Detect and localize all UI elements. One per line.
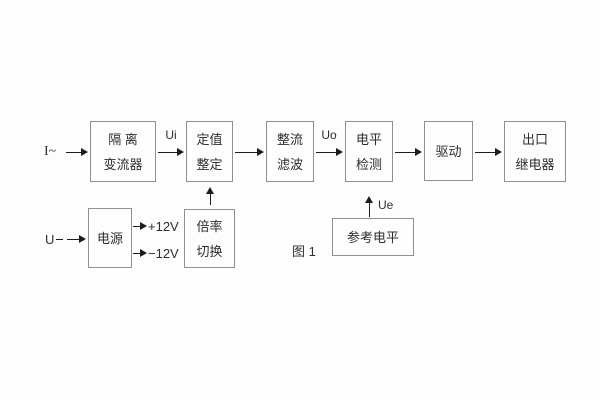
block-label: 变流器 <box>103 156 143 172</box>
signal-ui-label: Ui <box>165 128 177 142</box>
arrow-right-icon <box>475 148 502 156</box>
arrow-right-icon <box>133 249 147 257</box>
signal-uo-label: Uo <box>321 128 337 142</box>
block-label: 参考电平 <box>346 229 399 245</box>
arrow-right-icon <box>395 148 422 156</box>
block-label: 驱动 <box>435 143 462 159</box>
block-ratio-switch: 倍率 切换 <box>184 209 235 268</box>
block-label: 出口 <box>521 131 548 147</box>
rail-neg12v-label: −12V <box>148 246 179 261</box>
block-output-relay: 出口 继电器 <box>504 121 566 182</box>
arrow-right-icon <box>316 148 343 156</box>
arrow-right-icon <box>158 148 184 156</box>
block-label: 继电器 <box>515 156 555 172</box>
arrow-up-icon <box>365 196 373 217</box>
arrow-right-icon <box>67 235 86 243</box>
arrow-right-icon <box>133 222 147 230</box>
input-current-label: I~ <box>44 144 57 159</box>
rail-pos12v-label: +12V <box>148 219 179 234</box>
block-label: 隔 离 <box>108 131 138 147</box>
block-label: 检测 <box>355 156 382 172</box>
figure-caption: 图 1 <box>292 244 316 259</box>
line-segment <box>56 239 63 240</box>
block-rectifier-filter: 整流 滤波 <box>266 121 314 182</box>
block-label: 电平 <box>355 131 382 147</box>
block-label: 电源 <box>96 230 123 246</box>
signal-ue-label: Ue <box>378 198 394 212</box>
block-label: 整流 <box>276 131 303 147</box>
input-voltage-label: U <box>45 232 55 247</box>
block-setting-adjust: 定值 整定 <box>186 121 233 182</box>
block-label: 切换 <box>196 243 223 259</box>
arrow-up-icon <box>206 187 214 205</box>
block-label: 滤波 <box>276 156 303 172</box>
block-label: 定值 <box>196 131 223 147</box>
arrow-right-icon <box>235 148 264 156</box>
block-driver: 驱动 <box>424 121 473 181</box>
block-label: 倍率 <box>196 218 223 234</box>
block-reference-level: 参考电平 <box>332 218 414 256</box>
block-power-supply: 电源 <box>88 208 132 268</box>
block-level-detect: 电平 检测 <box>345 121 393 182</box>
block-isolation-transformer: 隔 离 变流器 <box>90 121 156 182</box>
block-label: 整定 <box>196 156 223 172</box>
arrow-right-icon <box>66 148 88 156</box>
